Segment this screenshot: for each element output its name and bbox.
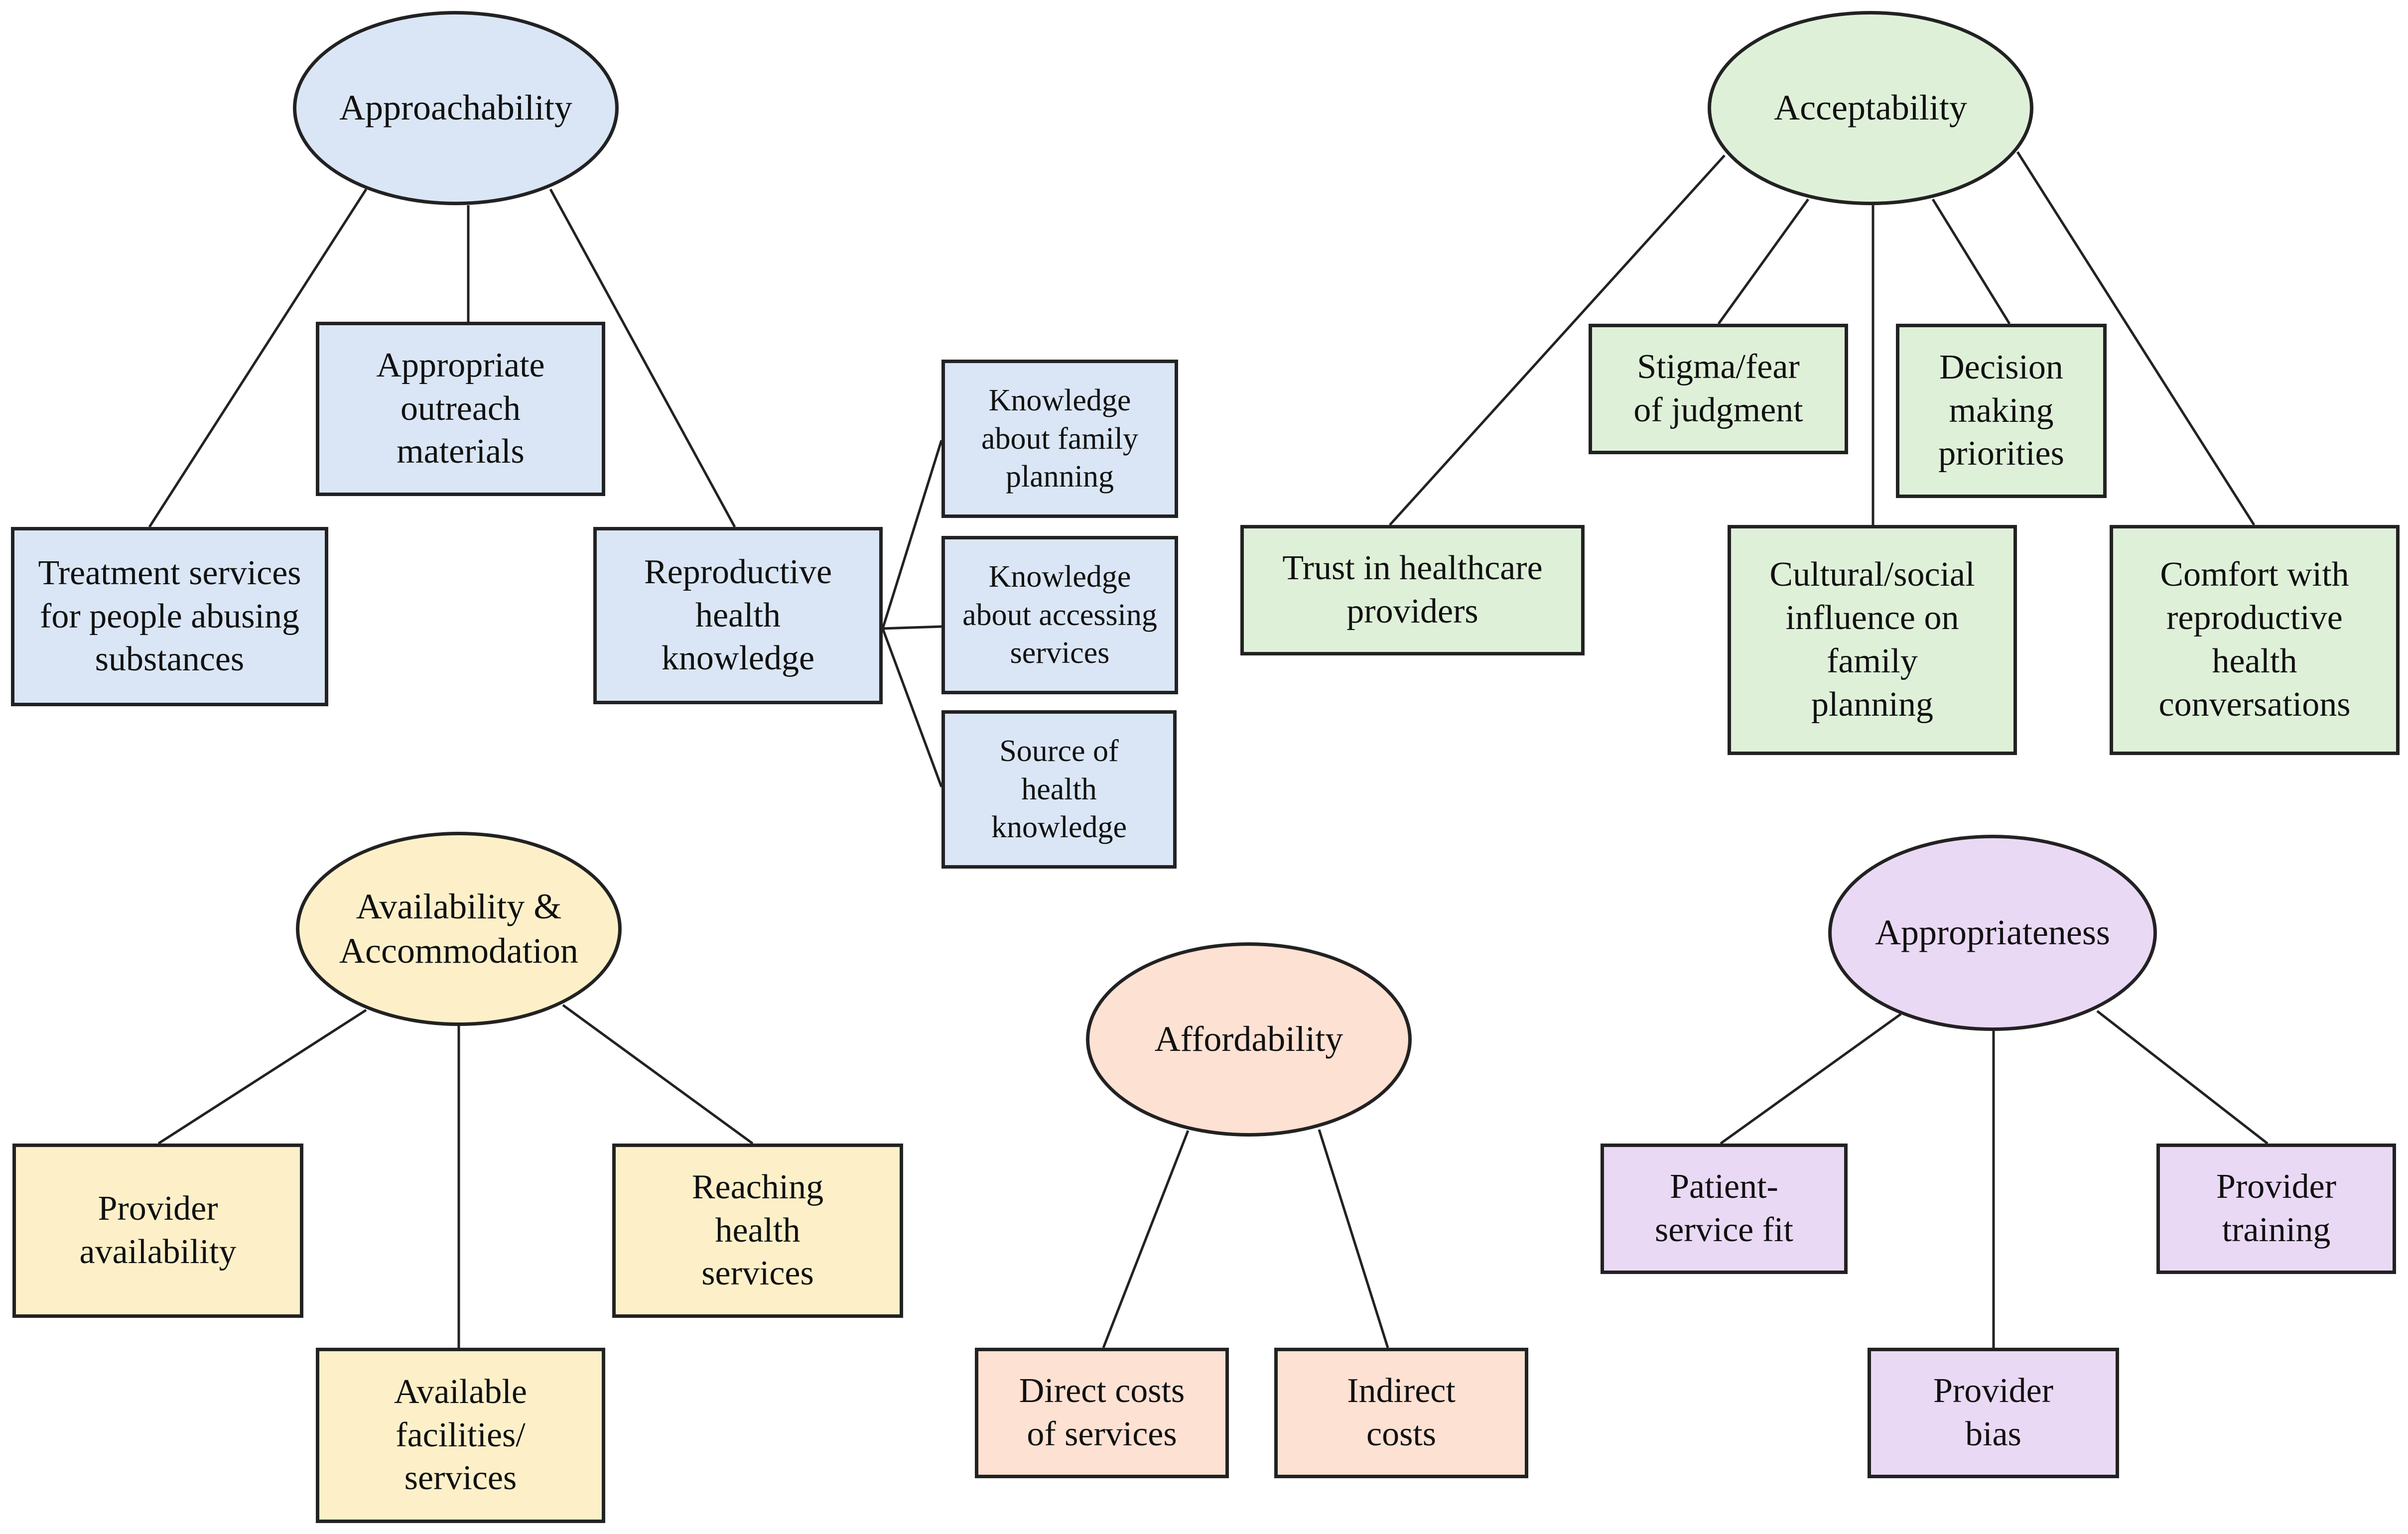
knowledge-family-planning-label: Knowledge about family planning <box>981 383 1139 494</box>
reproductive-to-family-planning-line <box>881 440 943 629</box>
acceptability-to-decision-line <box>1931 198 2011 325</box>
reaching-services-label: Reaching health services <box>691 1167 824 1293</box>
appropriateness-label: Appropriateness <box>1875 912 2110 953</box>
acceptability-label: Acceptability <box>1774 88 1967 128</box>
outreach-materials-label: Appropriate outreach materials <box>376 346 545 471</box>
indirect-costs-box: Indirect costs <box>1274 1348 1528 1478</box>
provider-training-box: Provider training <box>2156 1144 2396 1274</box>
cultural-box: Cultural/social influence on family plan… <box>1728 525 2017 755</box>
reproductive-to-source-line <box>881 628 943 787</box>
appropriateness-to-training-line <box>2096 1010 2269 1145</box>
approachability-label: Approachability <box>339 88 572 128</box>
reproductive-knowledge-label: Reproductive health knowledge <box>644 552 832 678</box>
approachability-to-treatment-line <box>148 188 368 528</box>
approachability-to-reproductive-line <box>549 188 736 528</box>
decision-box: Decision making priorities <box>1896 324 2107 498</box>
patient-fit-box: Patient- service fit <box>1601 1144 1848 1274</box>
availability-to-reaching-line <box>562 1004 754 1145</box>
acceptability-to-stigma-line <box>1717 198 1810 325</box>
trust-label: Trust in healthcare providers <box>1282 549 1543 631</box>
knowledge-family-planning-box: Knowledge about family planning <box>941 360 1178 518</box>
appropriateness-to-patient-line <box>1720 1013 1902 1145</box>
knowledge-accessing-services-label: Knowledge about accessing services <box>962 559 1157 670</box>
knowledge-accessing-services-box: Knowledge about accessing services <box>941 536 1178 694</box>
cultural-label: Cultural/social influence on family plan… <box>1769 555 1975 724</box>
provider-bias-label: Provider bias <box>1933 1372 2054 1453</box>
source-health-knowledge-box: Source of health knowledge <box>941 710 1177 869</box>
available-facilities-label: Available facilities/ services <box>394 1372 527 1498</box>
indirect-costs-label: Indirect costs <box>1347 1372 1456 1453</box>
treatment-services-box: Treatment services for people abusing su… <box>11 527 328 706</box>
treatment-services-label: Treatment services for people abusing su… <box>38 553 301 679</box>
decision-label: Decision making priorities <box>1938 348 2064 473</box>
affordability-node: Affordability <box>1086 942 1412 1137</box>
appropriateness-node: Appropriateness <box>1828 835 2157 1031</box>
reaching-services-box: Reaching health services <box>612 1144 903 1318</box>
provider-availability-label: Provider availability <box>79 1189 237 1271</box>
direct-costs-box: Direct costs of services <box>975 1348 1229 1478</box>
stigma-label: Stigma/fear of judgment <box>1633 348 1803 429</box>
comfort-label: Comfort with reproductive health convers… <box>2158 555 2351 724</box>
availability-label: Availability & Accommodation <box>339 886 578 971</box>
patient-fit-label: Patient- service fit <box>1655 1167 1793 1249</box>
provider-training-label: Provider training <box>2216 1167 2337 1249</box>
reproductive-to-accessing-line <box>882 625 942 630</box>
acceptability-to-comfort-line <box>2016 151 2256 526</box>
available-facilities-box: Available facilities/ services <box>316 1348 605 1523</box>
acceptability-node: Acceptability <box>1708 11 2033 205</box>
availability-to-provider-line <box>157 1009 367 1145</box>
outreach-materials-box: Appropriate outreach materials <box>316 322 605 496</box>
direct-costs-label: Direct costs of services <box>1019 1372 1185 1453</box>
comfort-box: Comfort with reproductive health convers… <box>2110 525 2400 755</box>
affordability-to-indirect-line <box>1318 1129 1389 1348</box>
source-health-knowledge-label: Source of health knowledge <box>991 734 1127 845</box>
trust-box: Trust in healthcare providers <box>1240 525 1585 655</box>
provider-bias-box: Provider bias <box>1868 1348 2119 1478</box>
acceptability-to-trust-line <box>1389 154 1726 526</box>
provider-availability-box: Provider availability <box>12 1144 303 1318</box>
approachability-node: Approachability <box>293 11 619 205</box>
affordability-label: Affordability <box>1154 1019 1343 1059</box>
affordability-to-direct-line <box>1102 1130 1190 1348</box>
availability-node: Availability & Accommodation <box>296 832 622 1026</box>
stigma-box: Stigma/fear of judgment <box>1589 324 1848 454</box>
reproductive-knowledge-box: Reproductive health knowledge <box>593 527 883 704</box>
